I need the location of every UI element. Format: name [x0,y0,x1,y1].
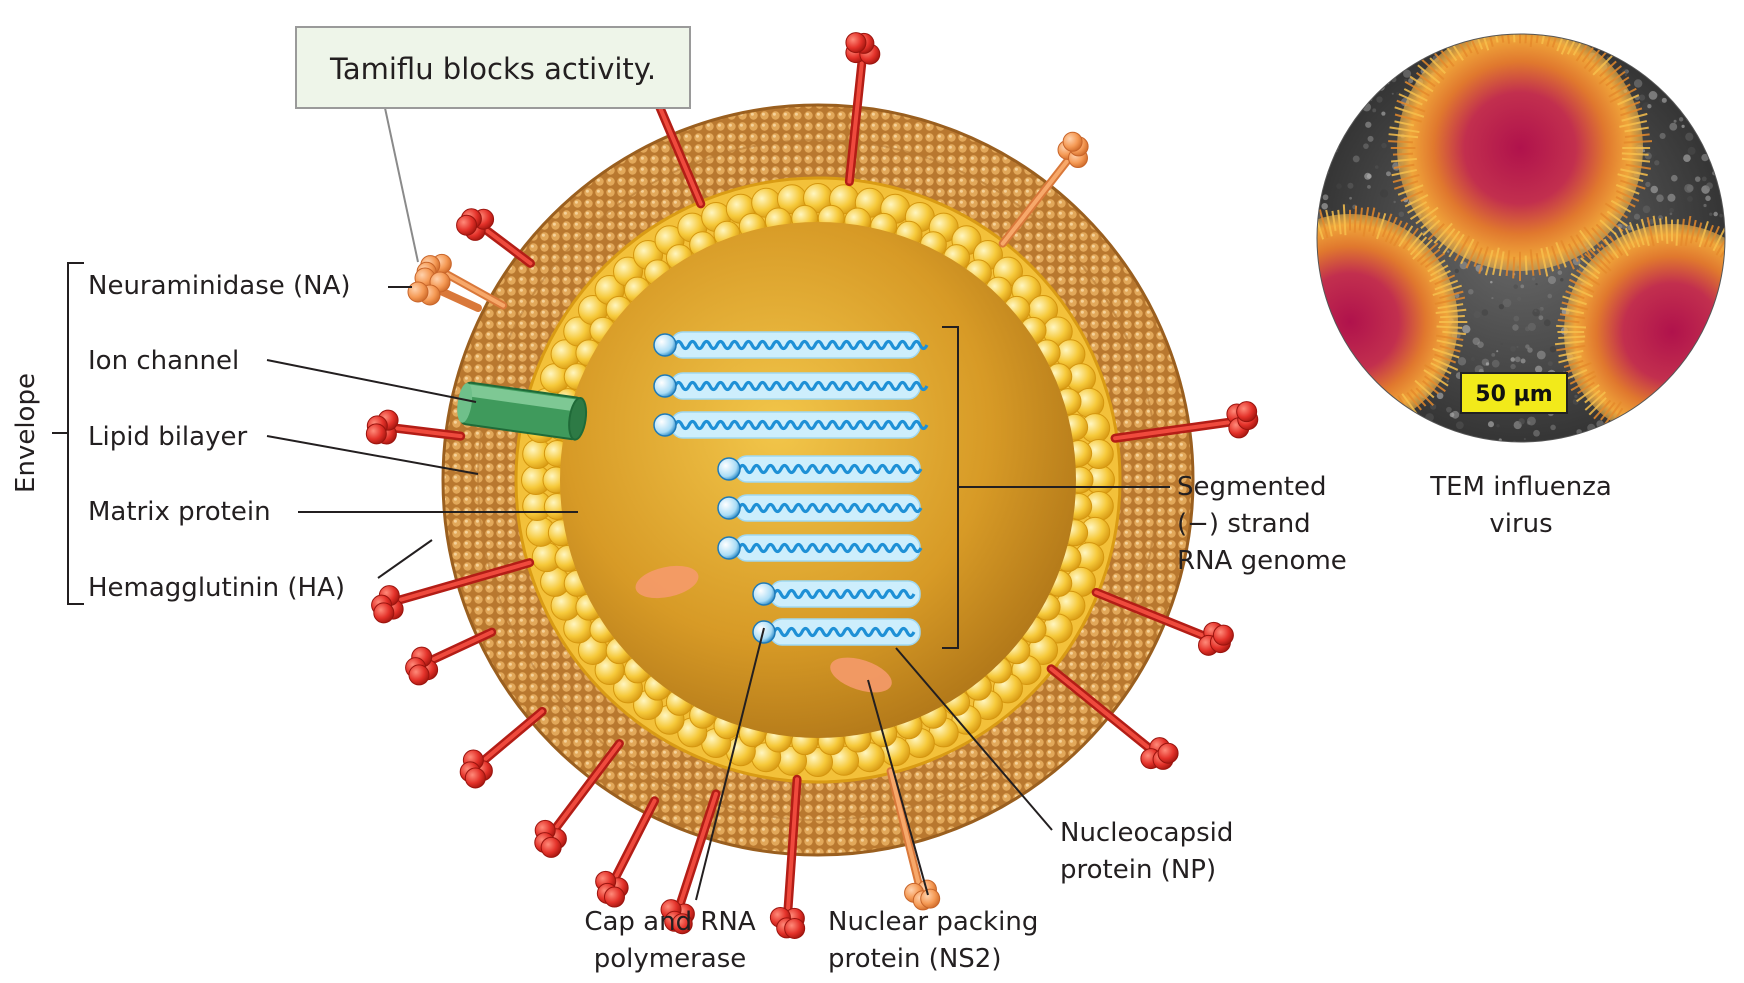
label-cap-line-2: polymerase [594,944,747,974]
rna-strand [772,588,916,600]
cap-polymerase [653,374,677,398]
cap-polymerase [717,496,741,520]
hemagglutinin-spike [534,739,624,858]
rna-strand [737,463,923,475]
label-ion-channel: Ion channel [88,346,239,376]
rna-segment [717,494,923,522]
label-cap-polymerase: Cap and RNA polymerase [584,907,756,974]
hemagglutinin-spike [371,558,535,624]
tem-virion [1564,224,1725,440]
label-genome-line-1: Segmented [1177,472,1327,502]
cap-polymerase [752,582,776,606]
neuraminidase-spike [407,267,482,312]
hemagglutinin-spike [595,796,660,908]
ion-channel [457,381,588,441]
scale-bar-text: 50 µm [1475,382,1552,407]
hemagglutinin-spike [660,789,721,935]
nuclear-packing-protein [830,657,892,693]
rna-segment [653,372,929,400]
hemagglutinin-spike [1091,587,1234,656]
label-cap-line-1: Cap and RNA [584,907,756,937]
tem-caption-line-2: virus [1489,509,1552,539]
tem-micrograph: 50 µm TEM influenza virus [1316,33,1726,539]
cap-polymerase [653,333,677,357]
label-matrix-protein: Matrix protein [88,497,271,527]
scale-bar-badge [1460,372,1568,414]
nuclear-packing-protein [635,565,699,599]
neuraminidase-spike [998,131,1089,248]
label-lipid-bilayer: Lipid bilayer [88,422,247,452]
rna-strand [737,502,923,514]
virus-particle [365,32,1259,939]
envelope-group-label: Envelope [11,373,41,493]
label-nuclear-packing: Nuclear packing protein (NS2) [828,907,1038,974]
rna-segment [717,455,923,483]
rna-segment [752,580,921,608]
cap-polymerase [653,413,677,437]
label-hemagglutinin: Hemagglutinin (HA) [88,573,345,603]
tamiflu-callout-text: Tamiflu blocks activity. [329,52,656,86]
neuraminidase-spike [886,767,941,911]
envelope-spikes [365,32,1259,939]
hemagglutinin-spike [1110,401,1259,443]
hemagglutinin-spike [1046,664,1179,770]
rna-segment [752,618,921,646]
label-neuraminidase: Neuraminidase (NA) [88,271,351,301]
rna-genome-segments [653,331,929,646]
label-ns2-line-2: protein (NS2) [828,944,1001,974]
rna-strand [772,626,916,638]
tem-caption-line-1: TEM influenza [1429,472,1612,502]
rna-segment [717,534,923,562]
envelope-bracket [67,262,84,605]
cap-polymerase [717,536,741,560]
label-rna-genome: Segmented (−) strand RNA genome [1177,472,1347,576]
label-np-line-2: protein (NP) [1060,855,1216,885]
hemagglutinin-spike [459,706,547,789]
cap-polymerase [717,457,741,481]
label-ns2-line-1: Nuclear packing [828,907,1038,937]
tem-virion [1397,34,1643,271]
label-nucleocapsid: Nucleocapsid protein (NP) [1060,818,1233,885]
rna-strand [673,419,929,431]
label-np-line-1: Nucleocapsid [1060,818,1233,848]
hemagglutinin-spike [365,409,466,445]
label-genome-line-3: RNA genome [1177,546,1347,576]
hemagglutinin-spike [405,627,497,686]
rna-strand [673,339,929,351]
rna-segment [653,411,929,439]
hemagglutinin-spike [456,208,535,268]
leader-lines [52,107,1170,901]
rna-strand [673,380,929,392]
tem-virion [1317,214,1458,430]
hemagglutinin-spike [844,32,881,187]
rna-strand [737,542,923,554]
hemagglutinin-spike [769,774,806,939]
tamiflu-callout: Tamiflu blocks activity. [295,26,691,109]
label-genome-line-2: (−) strand [1177,509,1311,539]
rna-segment [653,331,929,359]
